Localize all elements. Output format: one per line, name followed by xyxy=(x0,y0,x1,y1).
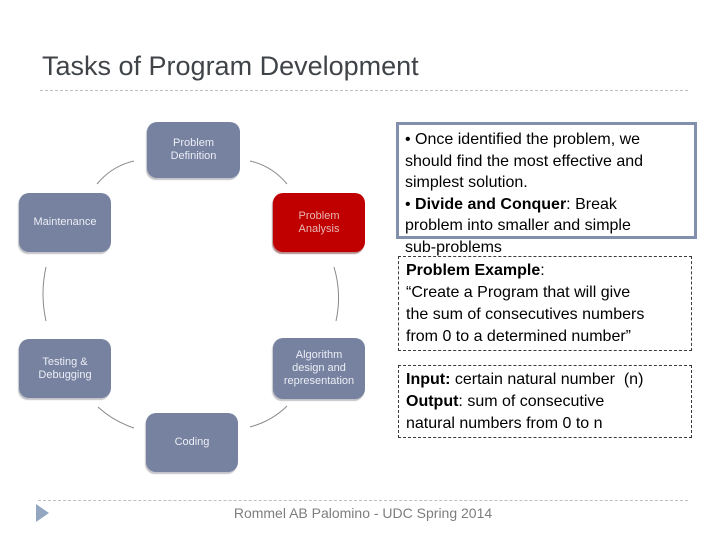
node-problem-definition: Problem Definition xyxy=(147,122,240,178)
connector-definition-to-analysis xyxy=(249,160,288,185)
node-coding: Coding xyxy=(146,413,238,472)
text-line: from 0 to a determined number” xyxy=(406,328,631,345)
text-line: Input: certain natural number (n) xyxy=(406,371,644,388)
node-problem-analysis: Problem Analysis xyxy=(273,193,365,252)
text-line: problem into smaller and simple xyxy=(405,217,631,234)
footer-arrow-icon xyxy=(36,504,49,522)
connector-algorithm-to-coding xyxy=(249,405,288,428)
page-title: Tasks of Program Development xyxy=(42,51,419,81)
problem-example-textbox: Problem Example: “Create a Program that w… xyxy=(398,256,692,351)
node-label: Coding xyxy=(174,436,210,448)
text-line: the sum of consecutives numbers xyxy=(406,306,645,323)
node-label: Maintenance xyxy=(33,216,97,228)
footer-credit: Rommel AB Palomino - UDC Spring 2014 xyxy=(233,505,493,521)
title-divider xyxy=(40,90,688,91)
node-label: Testing & Debugging xyxy=(38,355,92,381)
node-label: Algorithm design and representation xyxy=(283,349,355,387)
node-label: Problem Analysis xyxy=(298,209,340,235)
text-line: natural numbers from 0 to n xyxy=(406,415,603,432)
footer-divider xyxy=(38,500,688,501)
input-output-textbox: Input: certain natural number (n) Output:… xyxy=(398,365,692,438)
node-maintenance: Maintenance xyxy=(19,193,111,252)
connector-testing-to-maintenance xyxy=(42,266,47,322)
text-line: should find the most effective and xyxy=(405,152,644,170)
node-algorithm-design: Algorithm design and representation xyxy=(273,338,365,399)
text-line: Problem Example: xyxy=(406,262,545,279)
text-line: • Divide and Conquer: Break xyxy=(405,195,617,213)
connector-testing-to-coding xyxy=(97,406,135,429)
node-testing-debugging: Testing & Debugging xyxy=(19,339,111,398)
text-line: simplest solution. xyxy=(405,174,528,191)
connector-maintenance-to-definition xyxy=(96,160,135,185)
text-line: • Once identified the problem, we xyxy=(405,131,641,148)
text-line: sub-problems xyxy=(405,238,502,256)
notes-textbox: • Once identified the problem, we should … xyxy=(396,122,697,256)
text-line: “Create a Program that will give xyxy=(406,284,631,301)
text-line: Output: sum of consecutive xyxy=(406,393,605,410)
node-label: Problem Definition xyxy=(170,137,217,162)
connector-analysis-to-algorithm xyxy=(333,266,340,322)
